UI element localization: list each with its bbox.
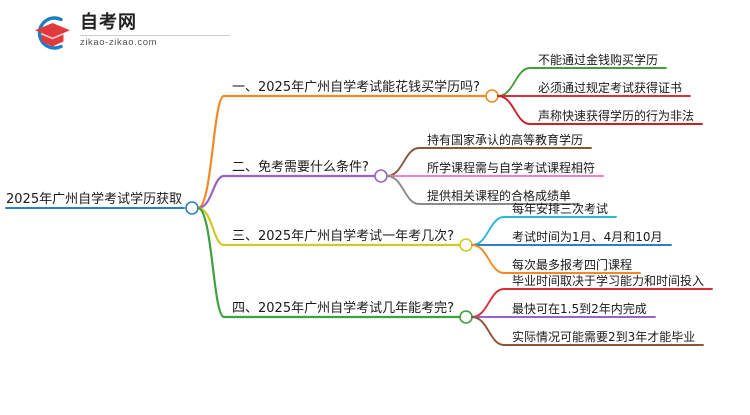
leaf-node-label: 每次最多报考四门课程 — [512, 258, 633, 272]
leaf-node-label: 不能通过金钱购买学历 — [538, 53, 659, 67]
connector-line — [497, 95, 703, 125]
root-node-label: 2025年广州自学考试学历获取 — [6, 192, 183, 207]
leaf-node-label: 最快可在1.5到2年内完成 — [512, 302, 647, 316]
leaf-node-label: 所学课程需与自学考试课程相符 — [427, 161, 596, 175]
branch-node-circle[interactable] — [459, 238, 473, 252]
leaf-node-label: 考试时间为1月、4月和10月 — [512, 230, 663, 244]
leaf-node-label: 毕业时间取决于学习能力和时间投入 — [512, 274, 705, 288]
connector-line — [497, 67, 667, 97]
connector-line — [471, 216, 617, 246]
site-logo: 自考网 zikao-zikao.com — [30, 10, 240, 56]
branch-node-label: 三、2025年广州自学考试一年考几次? — [232, 229, 454, 244]
branch-node-circle[interactable] — [485, 89, 499, 103]
branch-node-circle[interactable] — [374, 169, 388, 183]
logo-subtitle: zikao-zikao.com — [80, 37, 158, 48]
leaf-node-label: 持有国家承认的高等教育学历 — [427, 133, 584, 147]
connector-line — [471, 288, 713, 318]
logo-title: 自考网 — [80, 12, 137, 33]
connector-line — [196, 174, 226, 210]
leaf-node-label: 每年安排三次考试 — [512, 202, 609, 216]
connector-line — [196, 94, 226, 210]
connector-line — [196, 206, 226, 319]
leaf-node-label: 必须通过规定考试获得证书 — [538, 81, 683, 95]
connector-line — [471, 244, 641, 274]
root-node-circle[interactable] — [185, 201, 199, 215]
connector-line — [386, 147, 592, 177]
logo-divider — [80, 35, 230, 36]
leaf-node-label: 提供相关课程的合格成绩单 — [427, 189, 572, 203]
connector-line — [196, 206, 226, 247]
leaf-node-label: 实际情况可能需要2到3年才能毕业 — [512, 330, 696, 344]
branch-node-label: 一、2025年广州自学考试能花钱买学历吗? — [232, 80, 480, 95]
branch-node-label: 二、免考需要什么条件? — [232, 160, 369, 175]
graduation-cap-logo-icon — [30, 12, 74, 54]
leaf-node-label: 声称快速获得学历的行为非法 — [538, 109, 695, 123]
branch-node-label: 四、2025年广州自学考试几年能考完? — [232, 301, 454, 316]
connector-line — [386, 175, 580, 205]
branch-node-circle[interactable] — [459, 310, 473, 324]
connector-line — [471, 316, 704, 346]
